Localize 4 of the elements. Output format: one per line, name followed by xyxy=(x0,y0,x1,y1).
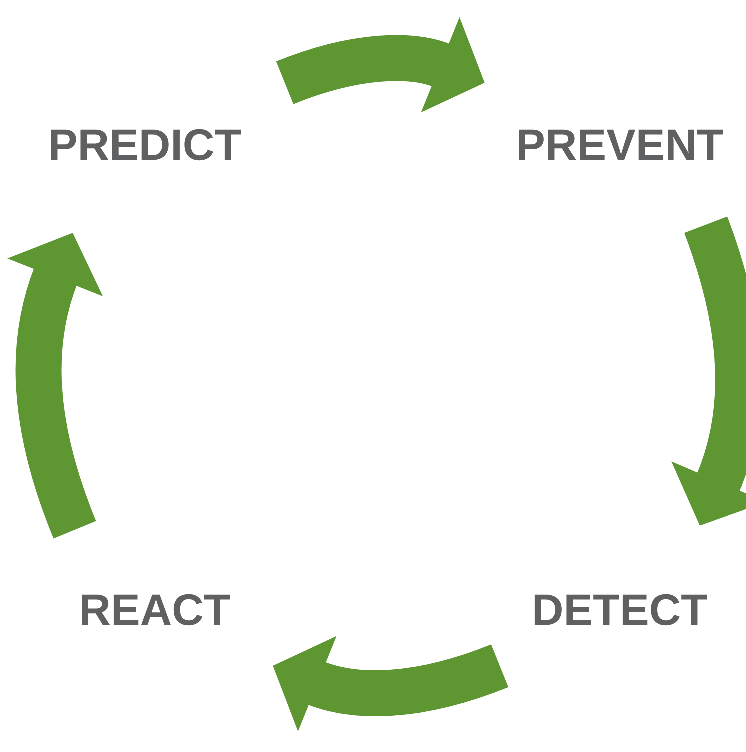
stage-label: REACT xyxy=(82,594,230,626)
stage-label: PREDICT xyxy=(51,129,242,161)
stage-label: PREVENT xyxy=(519,130,724,160)
stage-label: DETECT xyxy=(534,594,708,626)
